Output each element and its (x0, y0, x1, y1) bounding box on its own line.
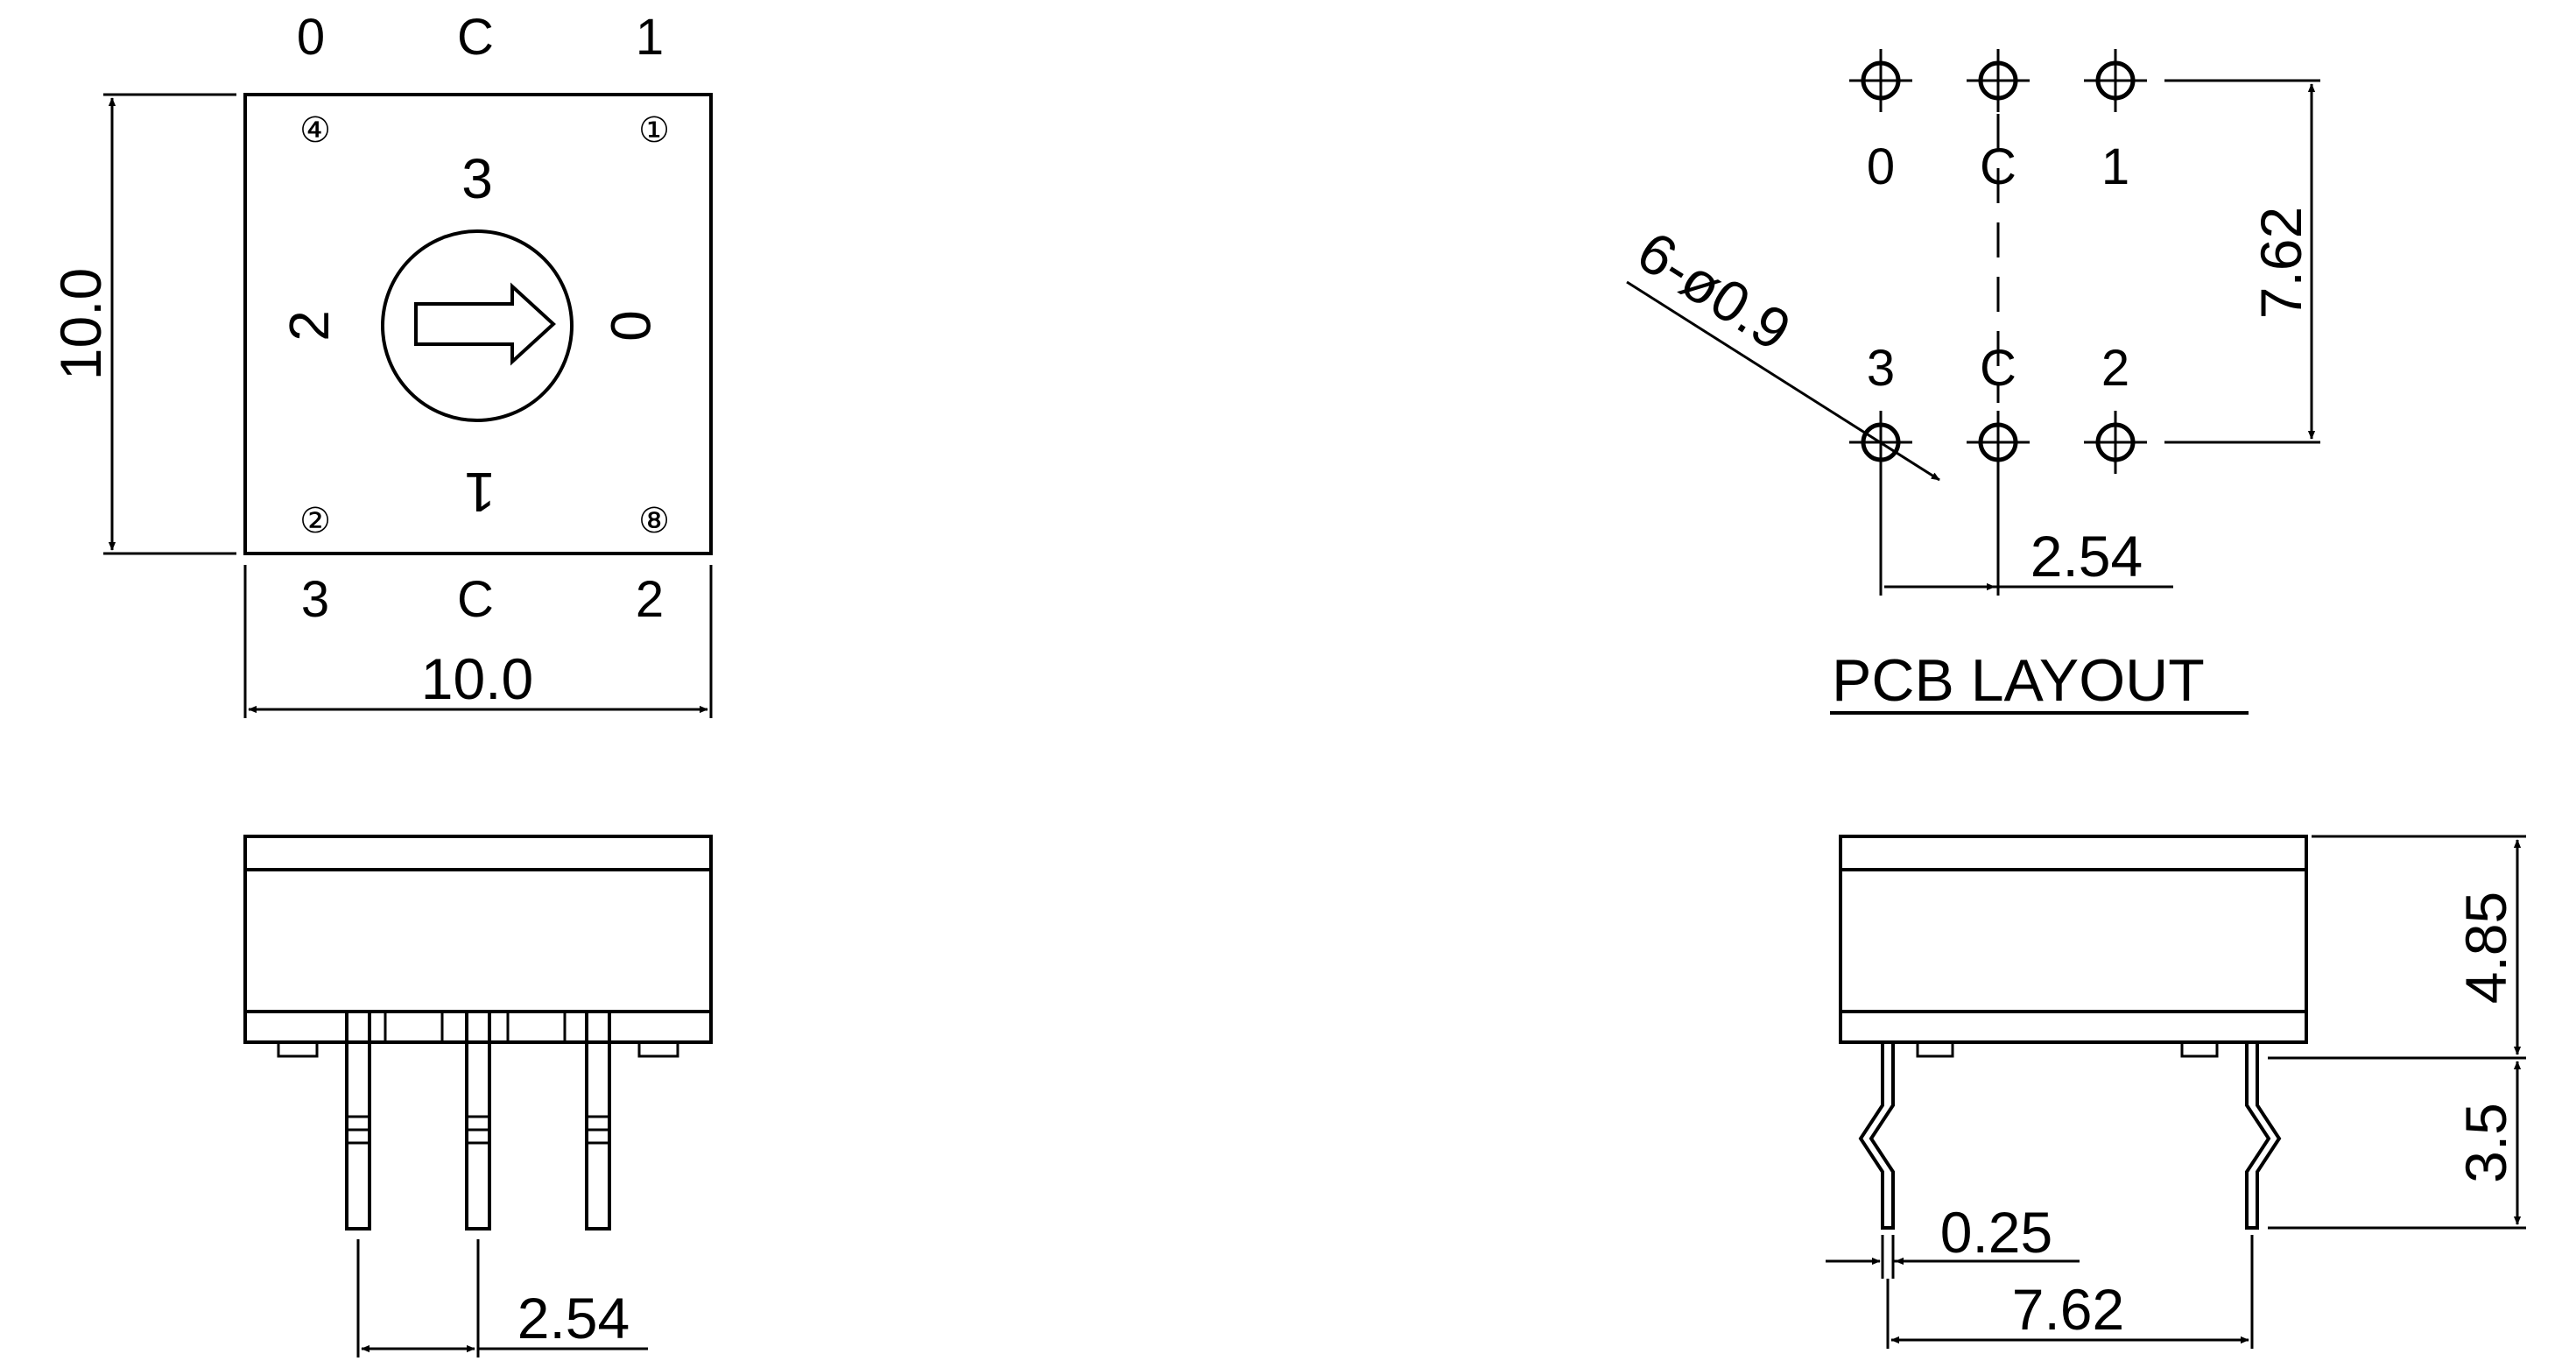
corner-mark-8: ⑧ (638, 502, 670, 540)
pcb-layout-title: PCB LAYOUT (1832, 647, 2205, 714)
dial-position-0: 0 (599, 310, 662, 342)
lead-thickness-dim: 0.25 (1940, 1200, 2052, 1265)
corner-mark-2: ② (299, 502, 331, 540)
pcb-bottom-label-2: 2 (2101, 340, 2129, 397)
pcb-row-spacing-dim: 7.62 (2249, 207, 2313, 319)
pcb-bottom-label-3: 3 (1867, 340, 1895, 397)
pcb-hole-icon (2084, 411, 2147, 474)
pcb-pitch-dim: 2.54 (2031, 524, 2143, 589)
side-lead-right (2245, 1042, 2282, 1230)
rotary-dial (381, 229, 574, 422)
top-pin-label-0: 0 (297, 9, 325, 66)
bottom-pin-label-c: C (457, 571, 494, 628)
front-view: 2.54 (243, 835, 713, 1357)
front-pin (585, 1010, 611, 1230)
pcb-bottom-label-c: C (1980, 340, 2016, 397)
bottom-pin-label-3: 3 (301, 571, 329, 628)
body-height-dim: 4.85 (2453, 892, 2518, 1004)
bottom-pin-label-2: 2 (636, 571, 664, 628)
pcb-layout: 0 C 1 3 C 2 6-ø0.9 7.62 2.54 PCB LAYOUT (1626, 49, 2320, 715)
side-row-spacing-dim: 7.62 (2012, 1277, 2124, 1342)
dial-position-1: 1 (464, 461, 496, 524)
front-pitch-dim: 2.54 (517, 1286, 630, 1350)
pcb-hole-icon (1849, 49, 1912, 112)
lead-length-dim: 3.5 (2453, 1103, 2518, 1183)
pcb-hole-icon (2084, 49, 2147, 112)
pcb-top-label-0: 0 (1867, 138, 1895, 195)
corner-mark-1: ① (638, 111, 670, 150)
height-dimension: 10.0 (48, 268, 113, 380)
hole-callout: 6-ø0.9 (1626, 218, 1802, 363)
front-pin (465, 1010, 491, 1230)
dial-position-3: 3 (461, 147, 493, 210)
switch-body-outline (243, 93, 713, 555)
dial-arrow-icon (414, 282, 556, 366)
front-pin (345, 1010, 371, 1230)
width-dimension: 10.0 (421, 646, 533, 711)
top-pin-label-c: C (457, 9, 494, 66)
side-view: 4.85 3.5 0.25 7.62 (1826, 835, 2526, 1349)
top-pin-label-1: 1 (636, 9, 664, 66)
pcb-top-label-c: C (1980, 138, 2016, 195)
top-view: 0 C 1 ④ ① ② ⑧ 3 0 1 2 3 C 2 10.0 10.0 (48, 9, 713, 718)
side-lead-left (1858, 1042, 1895, 1230)
dial-position-2: 2 (278, 310, 341, 342)
corner-mark-4: ④ (299, 111, 331, 150)
pcb-hole-icon (1849, 411, 1912, 474)
pcb-hole-icon (1967, 49, 2030, 112)
pcb-top-label-1: 1 (2101, 138, 2129, 195)
